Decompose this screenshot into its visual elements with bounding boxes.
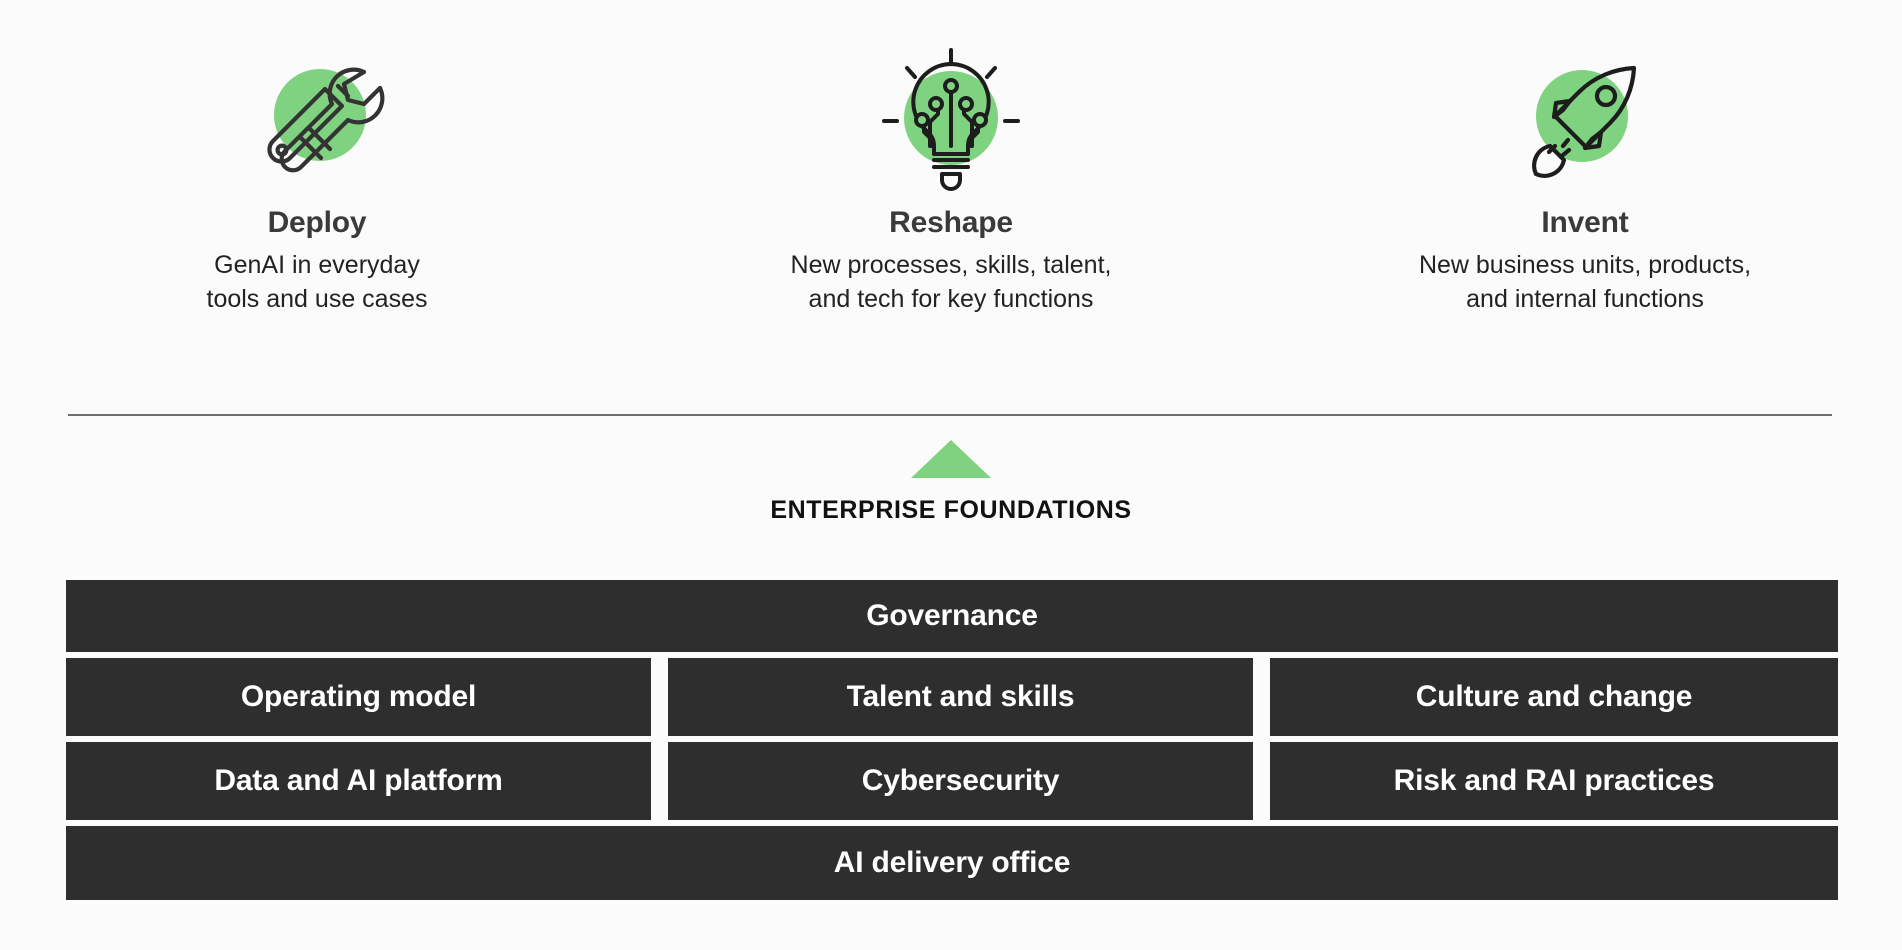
- rocket-icon: [1510, 42, 1660, 192]
- pillar-title: Invent: [1541, 206, 1629, 239]
- foundation-bar-ai-delivery-office[interactable]: AI delivery office: [66, 826, 1838, 900]
- pillar-description-line: New processes, skills, talent,: [790, 251, 1112, 279]
- foundation-row-delivery: AI delivery office: [66, 826, 1838, 900]
- foundations-header: ENTERPRISE FOUNDATIONS: [0, 440, 1902, 525]
- foundation-bar-risk-and-rai-practices[interactable]: Risk and RAI practices: [1270, 742, 1838, 820]
- foundation-bar-data-and-ai-platform[interactable]: Data and AI platform: [66, 742, 651, 820]
- foundation-bar-cybersecurity[interactable]: Cybersecurity: [668, 742, 1253, 820]
- pillar-description-line: and internal functions: [1466, 284, 1704, 313]
- pillars-row: Deploy GenAI in everyday tools and use c…: [0, 0, 1902, 400]
- pillar-invent: Invent New business units, products, and…: [1268, 0, 1902, 316]
- triangle-up-icon: [911, 440, 991, 478]
- screwdriver-wrench-icon: [242, 42, 392, 192]
- pillar-description: GenAI in everyday tools and use cases: [207, 249, 428, 316]
- section-divider: [68, 414, 1832, 416]
- pillar-description: New business units, products, and intern…: [1419, 249, 1751, 316]
- pillar-description-line: and tech for key functions: [808, 284, 1094, 313]
- pillar-description-line: New business units, products,: [1418, 251, 1752, 279]
- foundation-stack: Governance Operating model Talent and sk…: [66, 580, 1838, 906]
- foundation-bar-governance[interactable]: Governance: [66, 580, 1838, 652]
- foundation-bar-talent-and-skills[interactable]: Talent and skills: [668, 658, 1253, 736]
- foundation-bar-operating-model[interactable]: Operating model: [66, 658, 651, 736]
- foundations-label: ENTERPRISE FOUNDATIONS: [770, 496, 1132, 524]
- pillar-reshape: Reshape New processes, skills, talent, a…: [634, 0, 1268, 316]
- pillar-title: Deploy: [267, 206, 367, 239]
- pillar-deploy: Deploy GenAI in everyday tools and use c…: [0, 0, 634, 316]
- foundation-row-2: Operating model Talent and skills Cultur…: [66, 658, 1838, 736]
- lightbulb-circuit-icon: [876, 42, 1026, 192]
- pillar-description: New processes, skills, talent, and tech …: [791, 249, 1112, 316]
- foundation-bar-culture-and-change[interactable]: Culture and change: [1270, 658, 1838, 736]
- pillar-description-line: tools and use cases: [206, 284, 428, 313]
- foundation-row-3: Data and AI platform Cybersecurity Risk …: [66, 742, 1838, 820]
- foundation-row-governance: Governance: [66, 580, 1838, 652]
- pillar-title: Reshape: [889, 206, 1013, 239]
- pillar-description-line: GenAI in everyday: [214, 251, 420, 279]
